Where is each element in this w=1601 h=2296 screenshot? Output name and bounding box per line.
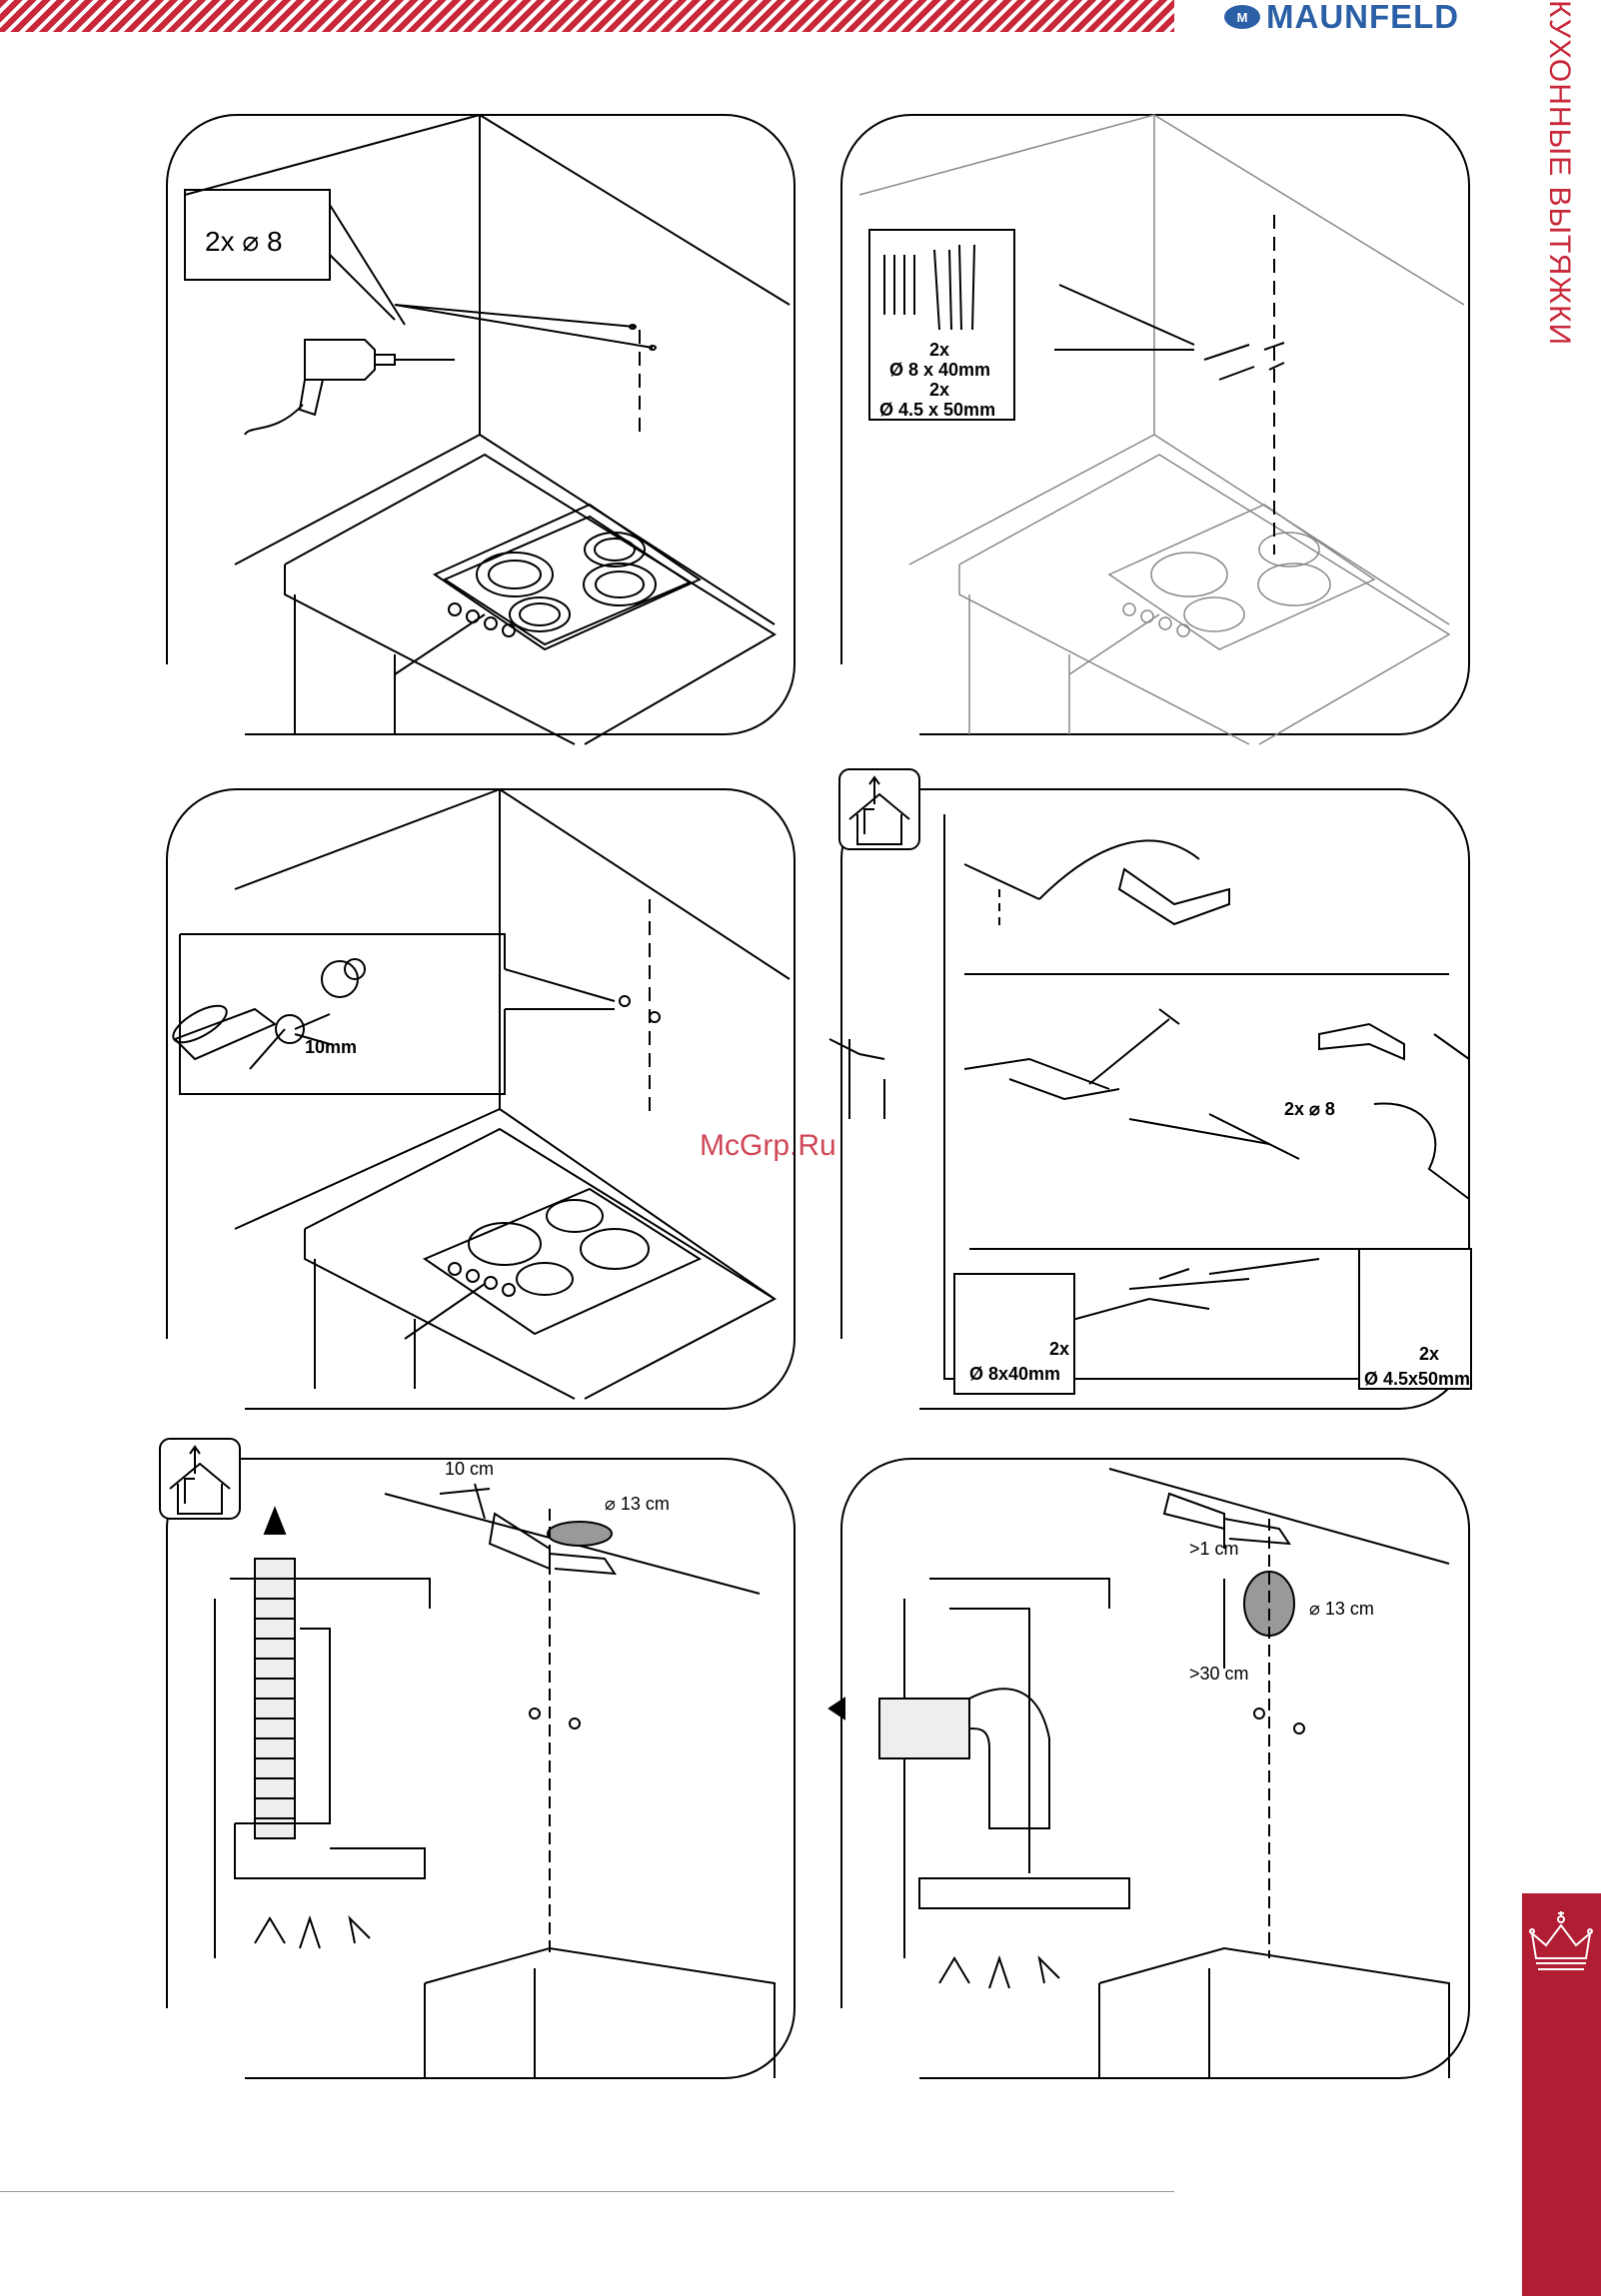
screw-qty-label: 2x xyxy=(1419,1344,1439,1365)
section-title: КУХОННЫЕ ВЫТЯЖКИ xyxy=(1539,0,1579,320)
offset-label: 10 cm xyxy=(445,1459,494,1480)
step-panel-2: 2x Ø 8 x 40mm 2x Ø 4.5 x 50mm xyxy=(829,105,1474,744)
step1-illustration xyxy=(155,105,800,744)
brand-logo: M MAUNFELD xyxy=(1224,0,1459,34)
step-panel-5: 10 cm ⌀ 13 cm xyxy=(155,1439,800,2098)
footer-rule xyxy=(0,2191,1174,2192)
step5-illustration xyxy=(155,1439,800,2098)
screw-size-label: Ø 4.5 x 50mm xyxy=(879,400,995,421)
brand-name: MAUNFELD xyxy=(1266,0,1459,36)
drill-spec-label: 2x ⌀ 8 xyxy=(1284,1099,1335,1120)
plug-qty-label: 2x xyxy=(1049,1339,1069,1360)
step-panel-1: 2x ⌀ 8 xyxy=(155,105,800,744)
diameter-label: ⌀ 13 cm xyxy=(605,1494,670,1515)
drill-icon xyxy=(245,340,455,435)
anchor-and-screw-icon xyxy=(884,245,974,330)
diameter-label: ⌀ 13 cm xyxy=(1309,1599,1374,1620)
drill-spec-label: 2x ⌀ 8 xyxy=(205,225,283,258)
step4-illustration xyxy=(829,769,1474,1429)
gap-bottom-label: >30 cm xyxy=(1189,1664,1249,1685)
step-panel-4: 2x ⌀ 8 2x Ø 8x40mm 2x Ø 4.5x50mm xyxy=(829,769,1474,1429)
screw-size-label: Ø 4.5x50mm xyxy=(1364,1369,1470,1390)
crown-icon xyxy=(1522,1903,1601,1983)
brand-mark-icon: M xyxy=(1224,5,1260,29)
screw-qty-label: 2x xyxy=(929,380,949,401)
gap-label: 10mm xyxy=(305,1037,357,1058)
step3-illustration xyxy=(155,779,800,1424)
screwdriver-icon xyxy=(168,999,285,1069)
plug-qty-label: 2x xyxy=(929,340,949,361)
plug-size-label: Ø 8x40mm xyxy=(969,1364,1060,1385)
header-hatch-stripe xyxy=(0,0,1174,32)
step6-illustration xyxy=(829,1439,1474,2098)
step-panel-3: 10mm xyxy=(155,779,800,1424)
step-panel-6: >1 cm ⌀ 13 cm >30 cm xyxy=(829,1439,1474,2098)
step2-illustration xyxy=(829,105,1474,744)
plug-size-label: Ø 8 x 40mm xyxy=(889,360,990,381)
gap-top-label: >1 cm xyxy=(1189,1539,1239,1560)
